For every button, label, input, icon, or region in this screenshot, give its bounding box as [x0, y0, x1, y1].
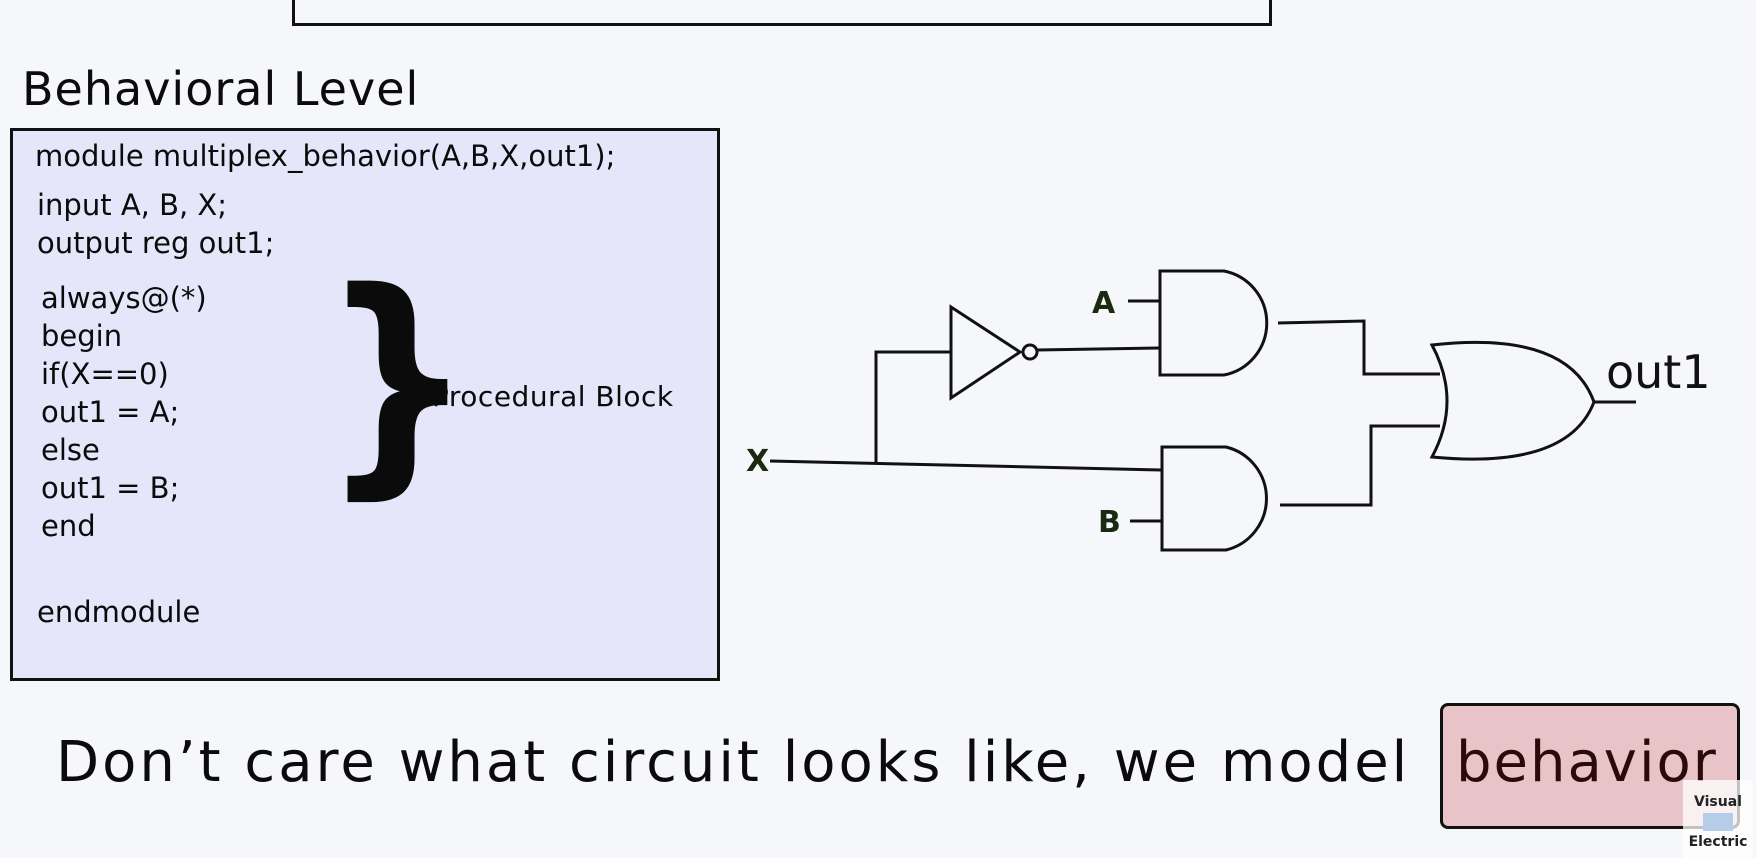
code-line-input: input A, B, X; [37, 188, 228, 222]
label-a: A [1092, 286, 1116, 321]
x-branch-wire [874, 350, 951, 463]
section-title: Behavioral Level [22, 62, 420, 116]
code-line-end: end [41, 509, 96, 543]
code-panel: module multiplex_behavior(A,B,X,out1); i… [10, 128, 720, 681]
label-b: B [1098, 505, 1121, 540]
and-lower-to-or-wire [1280, 424, 1440, 507]
bottom-caption: Don’t care what circuit looks like, we m… [56, 730, 1411, 795]
watermark-square-icon [1703, 813, 1733, 831]
code-line-assign-a: out1 = A; [41, 395, 180, 429]
watermark-line2: Electric [1688, 834, 1748, 850]
label-out1: out1 [1606, 345, 1711, 399]
and-gate-lower [1160, 445, 1268, 552]
code-line-else: else [41, 433, 100, 467]
procedural-block-label: Procedural Block [432, 380, 674, 413]
not-output-wire [1036, 346, 1161, 352]
watermark-logo: Visual Electric [1683, 780, 1753, 858]
code-line-begin: begin [41, 319, 123, 353]
highlight-word: behavior [1456, 730, 1718, 795]
label-x: X [746, 444, 769, 479]
code-line-always: always@(*) [41, 281, 207, 315]
and-gate-upper [1158, 269, 1269, 377]
code-line-if: if(X==0) [41, 357, 169, 391]
x-wire [769, 459, 1163, 472]
top-title-frame [292, 0, 1272, 26]
curly-brace-icon: } [320, 240, 475, 520]
watermark-line1: Visual [1694, 794, 1742, 810]
code-line-endmodule: endmodule [37, 595, 201, 629]
or-gate [1429, 340, 1596, 461]
not-gate [949, 304, 1023, 401]
and-upper-to-or-wire [1277, 319, 1440, 376]
not-bubble [1021, 343, 1039, 361]
code-line-assign-b: out1 = B; [41, 471, 180, 505]
code-line-module: module multiplex_behavior(A,B,X,out1); [35, 139, 616, 173]
code-line-output: output reg out1; [37, 226, 275, 260]
